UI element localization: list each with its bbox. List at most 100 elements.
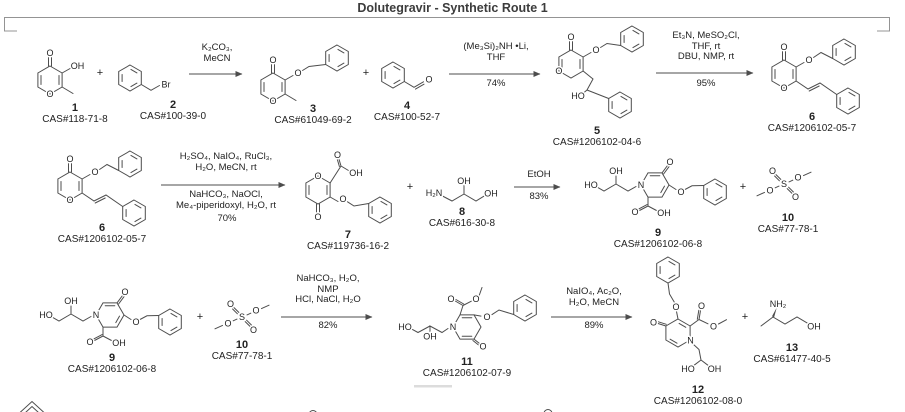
compound-8-bonds bbox=[441, 185, 485, 202]
benzene-ring bbox=[513, 294, 537, 322]
atom-label-O: O bbox=[314, 171, 321, 181]
condition-line: NaHCO₃, H₂O, bbox=[296, 273, 360, 284]
compound-9-label-row2: 9 CAS#1206102-06-8 bbox=[614, 227, 702, 250]
reaction-6-yield: 82% bbox=[318, 320, 338, 331]
compound-9-label-row3: 9 CAS#1206102-06-8 bbox=[68, 352, 156, 375]
compound-8-structure: H₂N OH OH bbox=[424, 175, 499, 202]
compound-number: 7 bbox=[344, 229, 352, 241]
compound-number: 1 bbox=[71, 102, 79, 114]
plus-sign: + bbox=[362, 67, 370, 79]
reaction-7-yield: 89% bbox=[584, 320, 604, 331]
condition-line: THF, rt bbox=[691, 40, 721, 52]
compound-13-bonds bbox=[760, 316, 808, 327]
compound-1-bonds bbox=[40, 56, 74, 94]
benzene-ring bbox=[368, 196, 392, 224]
reaction-2-conditions: (Me₃Si)₂NH •Li, THF bbox=[463, 41, 528, 63]
compound-11-label: 11 CAS#1206102-07-9 bbox=[423, 356, 511, 379]
atom-label-O: O bbox=[339, 194, 346, 204]
compound-10-structure-row2 bbox=[755, 164, 813, 204]
reaction-4-conditions-above: H₂SO₄, NaIO₄, RuCl₃, H₂O, MeCN, rt bbox=[180, 151, 272, 173]
compound-number: 8 bbox=[458, 206, 466, 218]
compound-9-structure-row2 bbox=[584, 157, 726, 218]
condition-line: MeCN bbox=[203, 52, 231, 64]
compound-4-label: 4 CAS#100-52-7 bbox=[374, 100, 440, 123]
atom-label-N: N bbox=[450, 322, 457, 332]
compound-4-bonds bbox=[403, 81, 425, 90]
reaction-5-yield: 83% bbox=[529, 191, 549, 202]
compound-12-label: 12 CAS#1206102-08-0 bbox=[654, 384, 742, 407]
compound-number: 6 bbox=[808, 111, 816, 123]
atom-label-Br: Br bbox=[162, 80, 171, 90]
atom-label-NH2: NH₂ bbox=[770, 299, 787, 309]
compound-7-structure: O O OH O O bbox=[305, 149, 392, 224]
compound-number: 4 bbox=[403, 100, 411, 112]
compound-cas: CAS#100-39-0 bbox=[139, 111, 207, 122]
compound-cas: CAS#1206102-08-0 bbox=[653, 396, 743, 407]
compound-number: 5 bbox=[593, 125, 601, 137]
reaction-4-conditions-below: NaHCO₃, NaOCl, Me₄-piperidoxyl, H₂O, rt bbox=[176, 189, 276, 211]
atom-label-O: O bbox=[698, 301, 705, 311]
compound-number: 9 bbox=[654, 227, 662, 239]
benzene-ring bbox=[608, 91, 632, 119]
compound-11-bonds bbox=[410, 287, 515, 346]
atom-label-OH: OH bbox=[71, 61, 85, 71]
atom-label-O: O bbox=[592, 45, 599, 55]
compound-number: 12 bbox=[691, 384, 705, 396]
compound-2-bonds bbox=[140, 84, 160, 91]
compound-6-structure-row2 bbox=[58, 151, 145, 226]
compound-7-label: 7 CAS#119736-16-2 bbox=[307, 229, 389, 252]
compound-cas: CAS#1206102-04-6 bbox=[552, 137, 642, 148]
benzene-ring bbox=[325, 44, 349, 72]
condition-line: Me₄-piperidoxyl, H₂O, rt bbox=[176, 199, 276, 211]
compound-1-label: 1 CAS#118-71-8 bbox=[42, 102, 107, 125]
reaction-3-conditions: Et₃N, MeSO₂Cl, THF, rt DBU, NMP, rt bbox=[672, 30, 739, 63]
condition-line: NaIO₄, Ac₂O, bbox=[566, 286, 622, 297]
compound-3-structure: O O O bbox=[260, 44, 349, 108]
compound-11-structure: O O HO OH N O O bbox=[397, 287, 537, 353]
compound-cas: CAS#1206102-06-8 bbox=[67, 364, 157, 375]
compound-3-bonds bbox=[263, 63, 327, 101]
compound-cas: CAS#1206102-05-7 bbox=[767, 123, 857, 134]
compound-2-structure: Br bbox=[118, 64, 172, 92]
atom-label-O: O bbox=[447, 294, 454, 304]
atom-label-O: O bbox=[567, 32, 574, 42]
atom-label-O: O bbox=[650, 318, 657, 328]
reaction-5-conditions: EtOH bbox=[527, 169, 551, 181]
atom-label-O: O bbox=[334, 150, 341, 160]
compound-13-structure: NH₂ OH bbox=[760, 298, 822, 333]
compound-cas: CAS#119736-16-2 bbox=[306, 241, 390, 252]
compound-4-structure: O bbox=[381, 61, 434, 90]
page-title: Dolutegravir - Synthetic Route 1 bbox=[357, 1, 548, 15]
benzene-ring bbox=[656, 256, 680, 284]
compound-8-label: 8 CAS#616-30-8 bbox=[429, 206, 495, 229]
pyridinone-ring bbox=[452, 314, 482, 340]
reaction-3-yield: 95% bbox=[696, 78, 716, 89]
condition-line: DBU, NMP, rt bbox=[677, 51, 735, 62]
compound-5-structure: O O O HO bbox=[554, 25, 644, 119]
atom-label-OH: OH bbox=[708, 364, 722, 374]
atom-label-O: O bbox=[479, 342, 486, 352]
plus-sign: + bbox=[739, 181, 747, 193]
compound-number: 2 bbox=[169, 99, 177, 111]
compound-5-bonds bbox=[561, 40, 622, 99]
atom-label-HO: HO bbox=[398, 322, 412, 332]
benzene-ring bbox=[620, 25, 644, 53]
atom-label-O: O bbox=[710, 322, 717, 332]
atom-label-O: O bbox=[269, 55, 276, 65]
condition-line: EtOH bbox=[527, 169, 551, 180]
plus-sign: + bbox=[406, 181, 414, 193]
compound-10-structure-row3 bbox=[213, 297, 271, 337]
reaction-7-conditions: NaIO₄, Ac₂O, H₂O, MeCN bbox=[566, 286, 622, 308]
atom-label-OH: OH bbox=[807, 322, 821, 332]
condition-line: H₂O, MeCN bbox=[568, 296, 620, 308]
atom-label-O: O bbox=[314, 212, 321, 222]
compound-number: 10 bbox=[235, 339, 249, 351]
compound-1-structure: O OH O bbox=[37, 47, 86, 101]
condition-line: NMP bbox=[317, 283, 339, 295]
compound-cas: CAS#1206102-06-8 bbox=[613, 239, 703, 250]
atom-label-HO: HO bbox=[571, 91, 585, 101]
compound-12-structure: O O O O N HO OH bbox=[648, 256, 727, 376]
plus-sign: + bbox=[96, 67, 104, 79]
